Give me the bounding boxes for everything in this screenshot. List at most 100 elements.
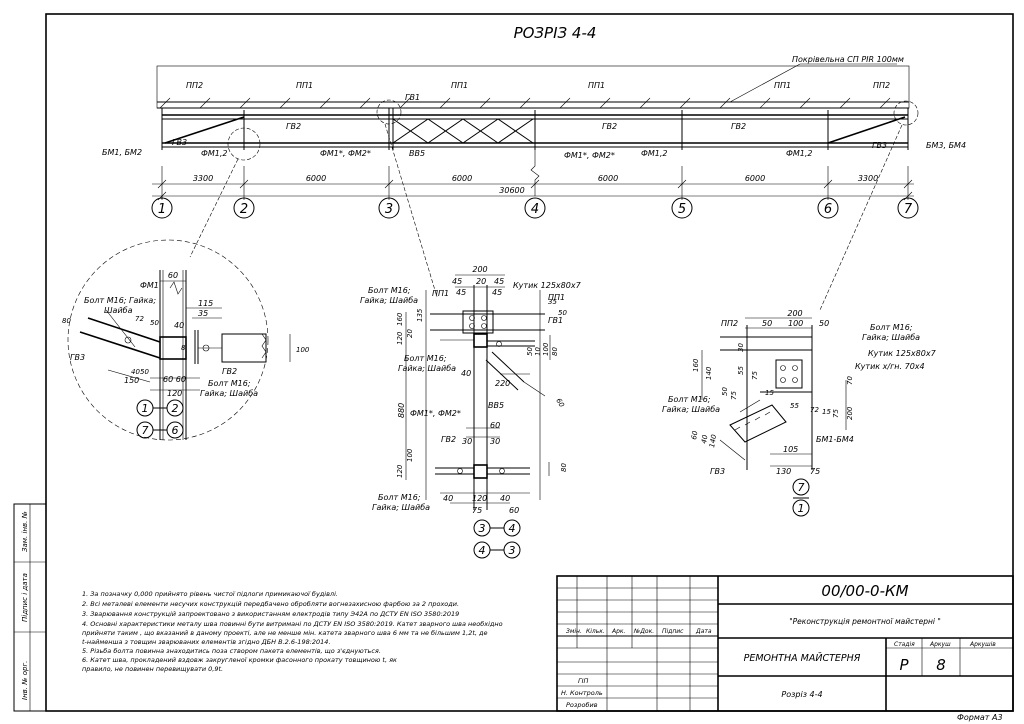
d2-gv2: ГВ2 [441,435,456,444]
tb-h-ark: Арк. [611,628,626,635]
d2-angle: Кутик 125х80х7 [513,281,582,290]
d3-55: 55 [737,366,745,375]
axis-2 [233,197,255,219]
tb-code: 00/00-0-КМ [821,582,908,600]
tb-stage: Р [899,656,909,674]
d2-40c: 40 [500,494,510,503]
drawing-frame [45,13,1014,712]
axis-3 [378,197,400,219]
label-pp1-d: ПП1 [774,81,791,90]
strip-replace-inv: Зам. інв. № [21,511,29,552]
strip-inv-orig: Інв. № орг. [21,661,29,700]
d2-ref-b1: 4 [479,544,486,557]
title-block [556,575,1014,712]
d2-10: 10 [534,347,542,356]
d2-135: 135 [416,308,424,322]
label-fm12-left: ФМ1,2 [201,149,228,158]
d2-80b: 80 [560,463,568,472]
d1-72: 72 [135,315,144,323]
span-1: 3300 [193,174,213,183]
d3-50a: 50 [762,319,772,328]
tb-object: РЕМОНТНА МАЙСТЕРНЯ [744,652,861,664]
label-pp1-a: ПП1 [296,81,313,90]
label-gv1: ГВ1 [405,93,420,102]
span-2: 6000 [306,174,326,183]
tb-h-data: Дата [695,628,712,635]
note-4b: прийняти таким , що вказаний в даному пр… [82,629,488,637]
axis-label-6: 6 [824,202,832,217]
label-bm-right: БМ3, БМ4 [926,141,966,150]
span-6: 3300 [858,174,878,183]
d3-ref1: 7 [798,481,805,494]
label-pp1-c: ПП1 [588,81,605,90]
d1-bolt1: Болт М16; Гайка; [84,296,156,305]
d1-ref-a1: 1 [142,402,149,415]
label-bm-left: БМ1, БМ2 [102,148,142,157]
d2-120c: 120 [472,494,487,503]
d3-75d: 75 [810,467,820,476]
tb-role-gip: ГІП [578,677,589,685]
tb-sheet-title: Розріз 4-4 [781,690,822,699]
d1-fm1: ФМ1 [140,281,159,290]
d2-45b: 45 [494,277,504,286]
tb-h-pidpys: Підпис [662,628,684,635]
d3-130: 130 [776,467,791,476]
d2-node-refs [473,519,521,559]
label-gv3-right: ГВ3 [872,141,887,150]
d1-node-refs [136,399,184,439]
note-6: 6. Катет шва, прокладений вздовж закругл… [82,656,397,664]
span-total: 30600 [499,186,524,195]
axis-bubbles [151,196,919,219]
d2-80: 80 [551,347,559,356]
d2-bolt2b: Гайка; Шайба [398,364,456,373]
note-1: 1. За позначку 0,000 прийнято рівень чис… [82,590,338,598]
d3-140: 140 [705,366,713,380]
d3-bolt2: Болт М16; [668,395,711,404]
label-vv5: ВВ5 [409,149,425,158]
span-5: 6000 [745,174,765,183]
d1-bolt2b: Гайка; Шайба [200,389,258,398]
d1-ref-b1: 7 [142,424,149,437]
d1-35: 35 [198,309,208,318]
d3-70: 70 [846,376,854,385]
d3-30: 30 [737,343,745,352]
d2-100v: 100 [406,448,414,462]
axis-6 [817,197,839,219]
tb-stage-label: Стадія [894,641,915,648]
d3-pp2: ПП2 [721,319,738,328]
d2-bolt1: Болт М16; [368,286,411,295]
d1-120: 120 [167,389,182,398]
d1-100: 100 [296,346,310,354]
label-pp2-left: ПП2 [186,81,203,90]
d2-ref-a1: 3 [479,522,486,535]
tb-role-author: Розробив [566,701,598,709]
d3-100: 100 [788,319,803,328]
d3-75c: 75 [832,409,840,418]
d3-gv3: ГВ3 [710,467,725,476]
d3-50c: 50 [721,387,729,396]
d2-40: 40 [461,369,471,378]
span-4: 6000 [598,174,618,183]
d2-bolt3b: Гайка; Шайба [372,503,430,512]
d2-fm: ФМ1*, ФМ2* [410,409,461,418]
tb-sheets-label: Аркушів [969,641,996,648]
tb-sheet-label: Аркуш [929,641,951,648]
d3-200v: 200 [846,406,854,420]
axis-7 [897,197,919,219]
d2-45a: 45 [452,277,462,286]
d2-880: 880 [397,403,406,418]
truss-elevation [156,63,919,311]
d2-30b: 30 [490,437,500,446]
d3-200: 200 [787,309,802,318]
d1-gv2: ГВ2 [222,367,237,376]
d1-ref-a2: 2 [172,402,179,415]
d2-pp1-right: ПП1 [548,293,565,302]
d2-bolt3: Болт М16; [378,493,421,502]
d3-55b: 55 [790,402,799,410]
detail-callout-2 [376,99,402,125]
d2-45c: 45 [456,288,466,297]
d2-120v: 120 [396,331,404,345]
d1-50: 50 [150,319,159,327]
d1-80: 80 [62,317,71,325]
